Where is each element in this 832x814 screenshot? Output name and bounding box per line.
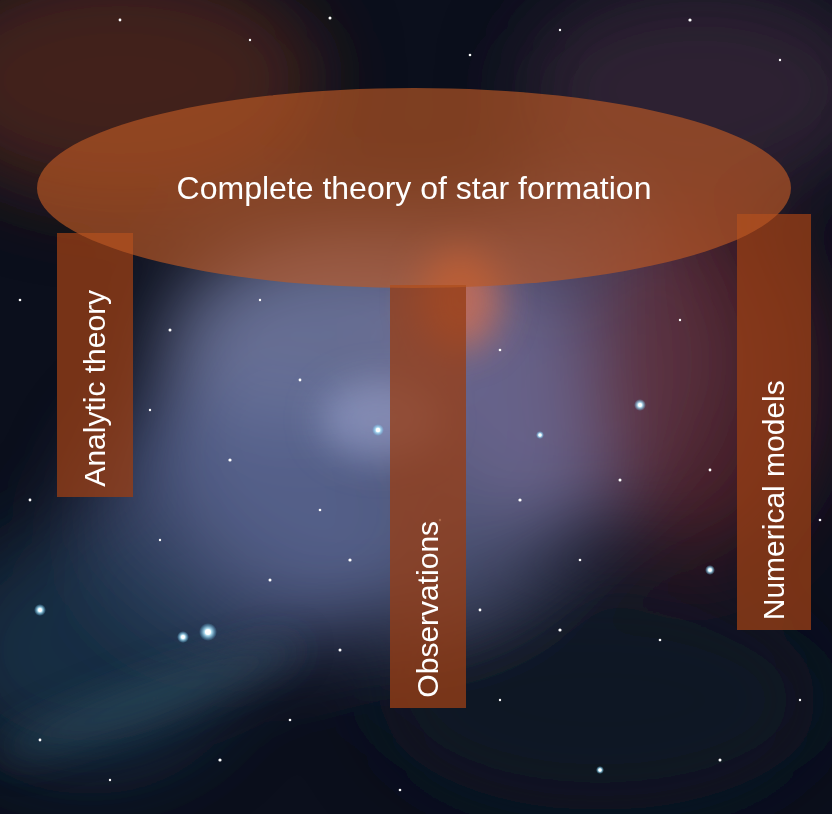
goal-label: Complete theory of star formation — [177, 170, 652, 207]
pillar-label: Analytic theory — [78, 290, 113, 487]
pillar-bar: Analytic theory — [57, 233, 133, 497]
pillar-label: Numerical models — [757, 380, 792, 620]
pillar-bar: Observations — [390, 285, 466, 708]
pillar-bar: Numerical models — [737, 214, 811, 630]
pillar-label: Observations — [411, 521, 446, 698]
goal-ellipse: Complete theory of star formation — [37, 88, 791, 288]
